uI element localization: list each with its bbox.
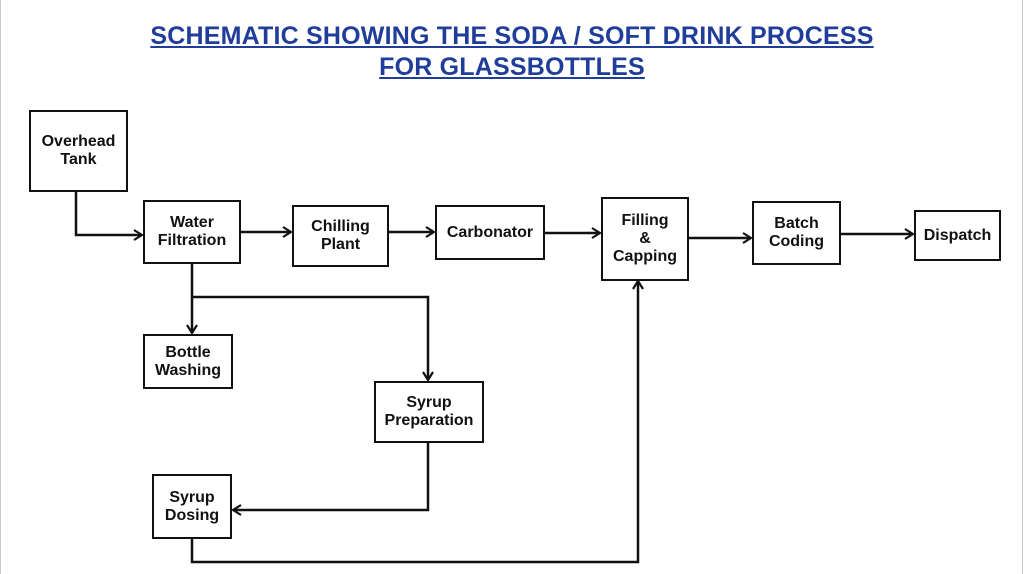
node-label-line: Plant: [320, 236, 361, 253]
edge-dosing-to-filling: [190, 281, 638, 564]
node-label-line: Chilling: [311, 218, 370, 235]
node-chilling-plant: Chilling Plant: [292, 205, 389, 267]
node-label-line: Preparation: [384, 412, 474, 429]
edge-overhead-to-filtration: [74, 192, 142, 235]
node-filling-capping: Filling & Capping: [601, 197, 689, 281]
edge-filtration-to-syrup-prep: [192, 295, 428, 380]
node-label-line: Tank: [60, 151, 97, 168]
node-water-filtration: Water Filtration: [143, 200, 241, 264]
node-label-line: Carbonator: [446, 223, 534, 241]
node-label-line: Dosing: [164, 506, 220, 524]
node-label-line: Syrup: [406, 394, 452, 411]
node-label-line: Coding: [768, 233, 825, 250]
node-label-line: Filtration: [157, 232, 227, 249]
node-label-line: Overhead: [41, 133, 116, 150]
node-label-line: Batch: [774, 215, 819, 232]
node-label-line: &: [639, 230, 651, 247]
edge-syrup-prep-to-dosing: [233, 443, 430, 510]
node-syrup-dosing: Syrup Dosing: [152, 474, 232, 539]
node-label-line: Capping: [613, 248, 677, 265]
node-label-line: Filling: [621, 212, 669, 229]
node-label-line: Dispatch: [923, 226, 992, 244]
node-carbonator: Carbonator: [435, 205, 545, 260]
node-label-line: Washing: [154, 361, 222, 379]
node-label-line: Bottle: [165, 343, 211, 361]
node-overhead-tank: Overhead Tank: [29, 110, 128, 192]
diagram-title-line-2: FOR GLASSBOTTLES: [379, 53, 645, 81]
node-bottle-washing: Bottle Washing: [143, 334, 233, 389]
node-label-line: Syrup: [169, 488, 215, 506]
node-label-line: Water: [170, 214, 214, 231]
node-syrup-preparation: Syrup Preparation: [374, 381, 484, 443]
node-batch-coding: Batch Coding: [752, 201, 841, 265]
node-dispatch: Dispatch: [914, 210, 1001, 261]
diagram-title-line-1: SCHEMATIC SHOWING THE SODA / SOFT DRINK …: [150, 22, 874, 50]
